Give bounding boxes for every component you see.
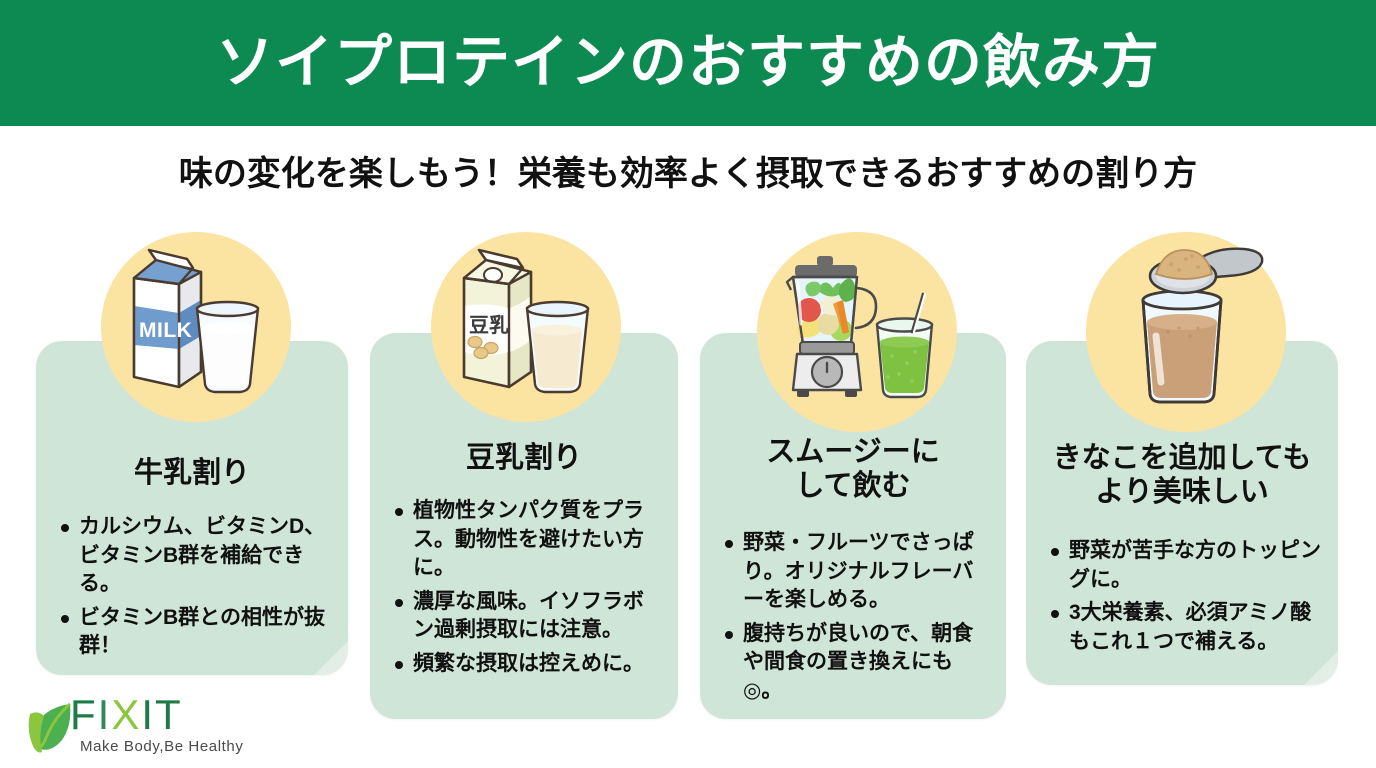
card-title-milk: 牛乳割り bbox=[133, 457, 250, 489]
page-title: ソイプロテインのおすすめの飲み方 bbox=[215, 30, 1160, 95]
logo-letter-f: F bbox=[70, 691, 98, 738]
list-item: 野菜・フルーツでさっぱり。オリジナルフレーバーを楽しめる。 bbox=[722, 529, 992, 615]
list-item: 野菜が苦手な方のトッピングに。 bbox=[1048, 537, 1324, 594]
svg-text:MILK: MILK bbox=[139, 319, 192, 342]
subtitle: 味の変化を楽しもう！栄養も効率よく摂取できるおすすめの割り方 bbox=[178, 155, 1198, 193]
list-item: 濃厚な風味。イソフラボン過剰摂取には注意。 bbox=[392, 588, 664, 645]
card-title-soymilk: 豆乳割り bbox=[465, 442, 582, 474]
card-bullets-kinako: 野菜が苦手な方のトッピングに。 3大栄養素、必須アミノ酸もこれ１つで補える。 bbox=[1026, 537, 1338, 661]
logo-letter-i1: I bbox=[97, 691, 112, 738]
list-item: カルシウム、ビタミンD、ビタミンB群を補給できる。 bbox=[58, 513, 334, 599]
card-title-line-2: して飲む bbox=[795, 470, 911, 503]
list-item: 3大栄養素、必須アミノ酸もこれ１つで補える。 bbox=[1048, 599, 1324, 656]
card-bullets-soymilk: 植物性タンパク質をプラス。動物性を避けたい方に。 濃厚な風味。イソフラボン過剰摂… bbox=[370, 497, 678, 683]
brand-logo[interactable]: FIXIT Make Body,Be Healthy bbox=[24, 694, 244, 762]
card-bullets-smoothie: 野菜・フルーツでさっぱり。オリジナルフレーバーを楽しめる。 腹持ちが良いので、朝… bbox=[700, 529, 1006, 710]
card-title-line-1: きなこを追加しても bbox=[1052, 442, 1312, 474]
leaf-icon bbox=[28, 702, 71, 753]
card-title-line-1: スムージーに bbox=[766, 436, 940, 468]
header-bar: ソイプロテインのおすすめの飲み方 bbox=[0, 0, 1376, 126]
milk-carton-and-glass-illustration: MILK bbox=[132, 248, 260, 394]
illustration-circle-smoothie bbox=[757, 232, 957, 432]
card-title-line-2: より美味しい bbox=[1095, 476, 1269, 509]
card-title-smoothie: スムージーに して飲む bbox=[700, 435, 1006, 503]
logo-letter-t: T bbox=[155, 691, 183, 738]
list-item: 頻繁な摂取は控えめに。 bbox=[392, 650, 664, 679]
spoon-of-kinako-powder-over-glass-illustration bbox=[1141, 247, 1264, 404]
logo-tagline: Make Body,Be Healthy bbox=[80, 738, 244, 755]
illustration-circle-soymilk: 豆乳 bbox=[431, 232, 621, 422]
logo-letter-i2: I bbox=[141, 691, 156, 738]
illustration-circle-kinako bbox=[1086, 232, 1286, 432]
list-item: 植物性タンパク質をプラス。動物性を避けたい方に。 bbox=[392, 497, 664, 583]
svg-text:豆乳: 豆乳 bbox=[469, 313, 509, 337]
card-title-kinako: きなこを追加しても より美味しい bbox=[1026, 441, 1338, 509]
logo-letter-x: X bbox=[111, 691, 142, 738]
card-bullets-milk: カルシウム、ビタミンD、ビタミンB群を補給できる。 ビタミンB群との相性が抜群！ bbox=[36, 513, 348, 666]
logo-wordmark: FIXIT bbox=[70, 694, 183, 736]
list-item: ビタミンB群との相性が抜群！ bbox=[58, 604, 334, 661]
soymilk-carton-and-glass-illustration: 豆乳 bbox=[462, 248, 590, 394]
blender-and-green-smoothie-illustration bbox=[785, 256, 934, 399]
list-item: 腹持ちが良いので、朝食や間食の置き換えにも◎。 bbox=[722, 620, 992, 706]
illustration-circle-milk: MILK bbox=[101, 232, 291, 422]
